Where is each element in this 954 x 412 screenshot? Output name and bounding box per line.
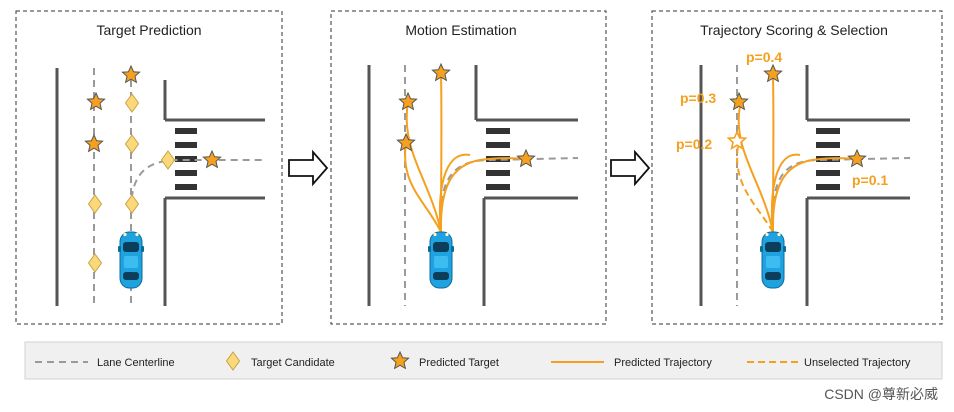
predicted-target-icon: [202, 150, 222, 168]
probability-label: p=0.4: [746, 49, 782, 65]
panel-title: Trajectory Scoring & Selection: [700, 22, 888, 38]
predicted-trajectory: [771, 157, 857, 233]
target-candidate-icon: [161, 150, 175, 170]
predicted-trajectory: [770, 153, 801, 233]
legend: Lane Centerline Target Candidate Predict…: [24, 341, 943, 380]
predicted-trajectory: [737, 105, 774, 233]
predicted-target-icon: [847, 149, 867, 167]
panel-trajectory-scoring: Trajectory Scoring & Selection p=0.4 p=0…: [651, 10, 943, 325]
panel-title: Motion Estimation: [405, 22, 516, 38]
unselected-trajectory: [736, 145, 774, 233]
legend-label: Lane Centerline: [97, 357, 175, 369]
ego-car-icon: [428, 231, 454, 289]
arrow-right-icon: [610, 149, 651, 187]
ego-car-icon: [118, 231, 144, 289]
ego-car-icon: [760, 231, 786, 289]
panel-motion-estimation: Motion Estimation: [330, 10, 607, 325]
panel-target-prediction: Target Prediction: [15, 10, 283, 325]
predicted-trajectory: [438, 153, 471, 233]
target-candidate-icon: [88, 194, 102, 214]
predicted-target-icon: [516, 149, 536, 167]
predicted-target-icon: [84, 134, 104, 152]
predicted-trajectory: [405, 101, 442, 233]
legend-label: Unselected Trajectory: [804, 357, 911, 369]
predicted-trajectories: [737, 77, 857, 233]
legend-label: Predicted Target: [419, 357, 499, 369]
target-candidate-icon: [125, 93, 139, 113]
legend-background: [24, 341, 943, 380]
predicted-trajectory: [404, 142, 442, 233]
legend-label: Target Candidate: [251, 357, 335, 369]
panel-border: [330, 10, 607, 325]
probability-label: p=0.2: [676, 136, 712, 152]
panel-border: [651, 10, 943, 325]
watermark: CSDN @尊新必威: [824, 386, 938, 402]
predicted-trajectory: [439, 157, 527, 233]
target-candidate-icon: [88, 253, 102, 273]
predicted-target-icon: [121, 65, 141, 83]
legend-label: Predicted Trajectory: [614, 357, 712, 369]
target-candidate-icon: [125, 194, 139, 214]
lane-centerline: [130, 159, 266, 211]
panel-title: Target Prediction: [96, 22, 201, 38]
predicted-target-icon: [86, 92, 106, 110]
target-candidate-icon: [125, 134, 139, 154]
panel-border: [15, 10, 283, 325]
arrow-right-icon: [288, 149, 329, 187]
probability-label: p=0.3: [680, 90, 716, 106]
predicted-trajectories: [404, 73, 527, 233]
probability-label: p=0.1: [852, 172, 888, 188]
